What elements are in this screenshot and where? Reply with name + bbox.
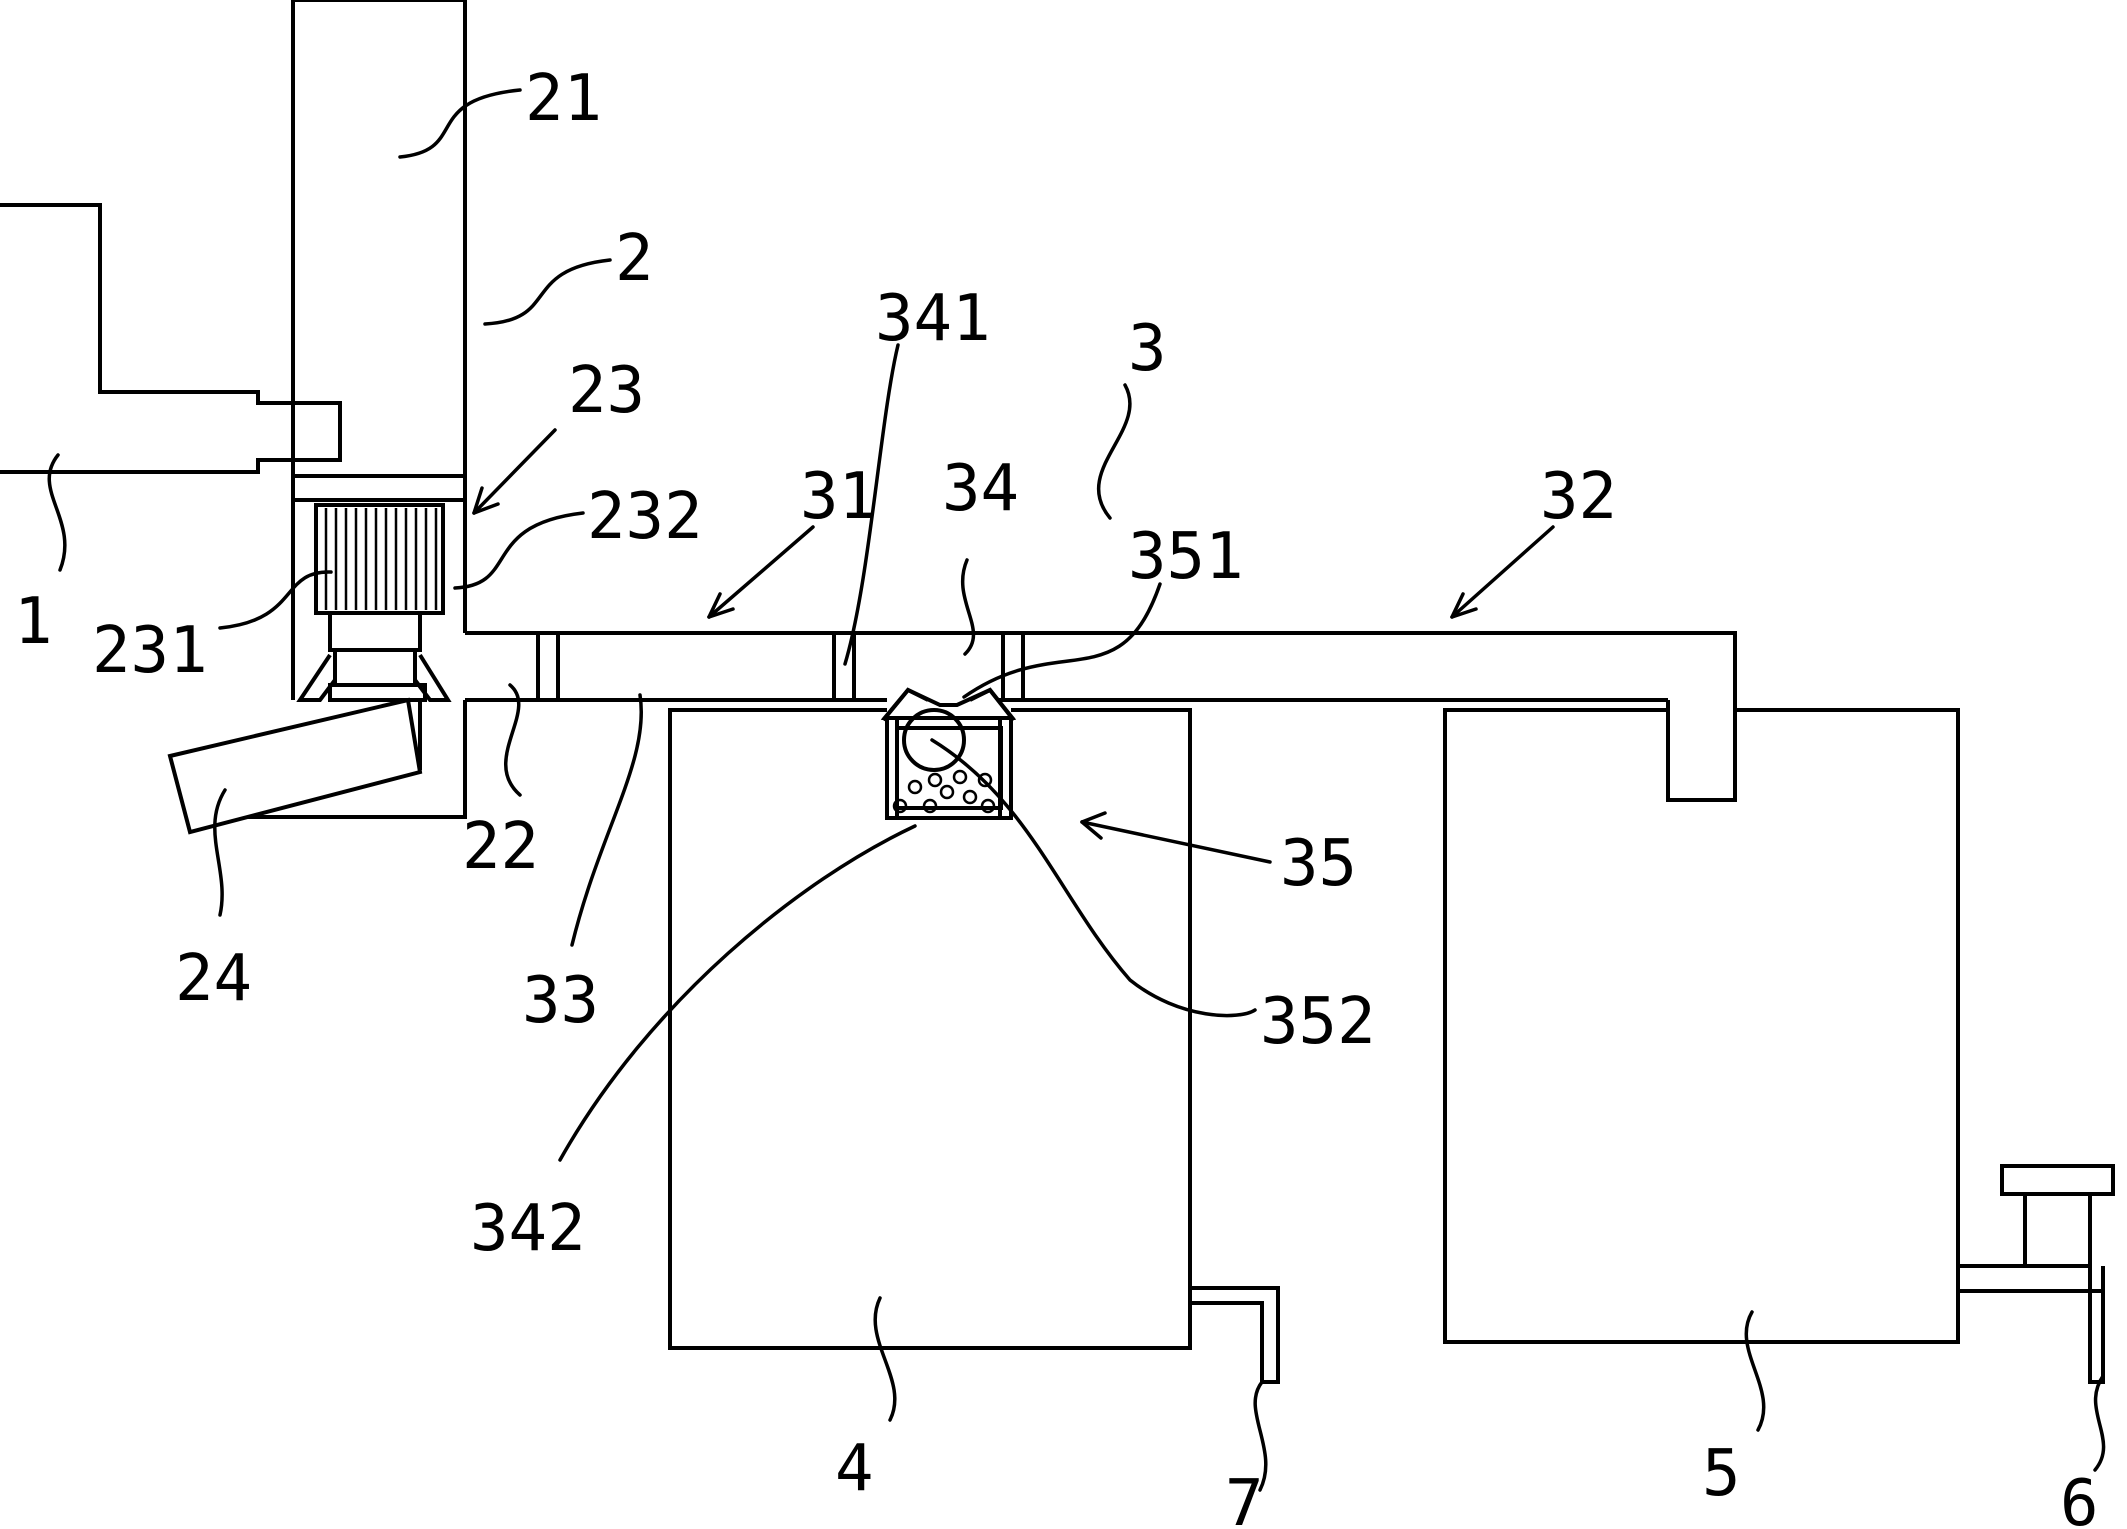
component-1-body — [0, 203, 342, 474]
label-341: 341 — [875, 282, 991, 356]
label-5: 5 — [1702, 1437, 1741, 1511]
tank-5 — [1443, 708, 2115, 1384]
label-33: 33 — [522, 964, 599, 1038]
label-6: 6 — [2060, 1467, 2099, 1529]
reference-labels: 21 2 23 232 1 231 22 24 33 341 3 31 34 3… — [14, 62, 2099, 1529]
label-24: 24 — [175, 942, 252, 1016]
label-31: 31 — [800, 460, 877, 534]
label-2: 2 — [615, 222, 654, 296]
label-4: 4 — [835, 1432, 874, 1506]
label-231: 231 — [92, 614, 208, 688]
label-34: 34 — [942, 452, 1019, 526]
label-351: 351 — [1128, 520, 1244, 594]
label-352: 352 — [1260, 985, 1376, 1059]
label-32: 32 — [1540, 460, 1617, 534]
label-23: 23 — [568, 354, 645, 428]
label-21: 21 — [525, 62, 602, 136]
arrows — [472, 428, 1555, 864]
label-3: 3 — [1128, 312, 1167, 386]
label-35: 35 — [1280, 827, 1357, 901]
label-1: 1 — [14, 585, 53, 659]
component-35-valve — [880, 687, 1017, 820]
component-3-channel — [465, 631, 1737, 802]
label-342: 342 — [470, 1192, 586, 1266]
leader-lines — [47, 88, 2106, 1492]
component-2-column — [167, 0, 467, 835]
label-232: 232 — [587, 480, 703, 554]
label-7: 7 — [1225, 1467, 1264, 1529]
label-22: 22 — [462, 810, 539, 884]
tank-4 — [668, 708, 1280, 1384]
